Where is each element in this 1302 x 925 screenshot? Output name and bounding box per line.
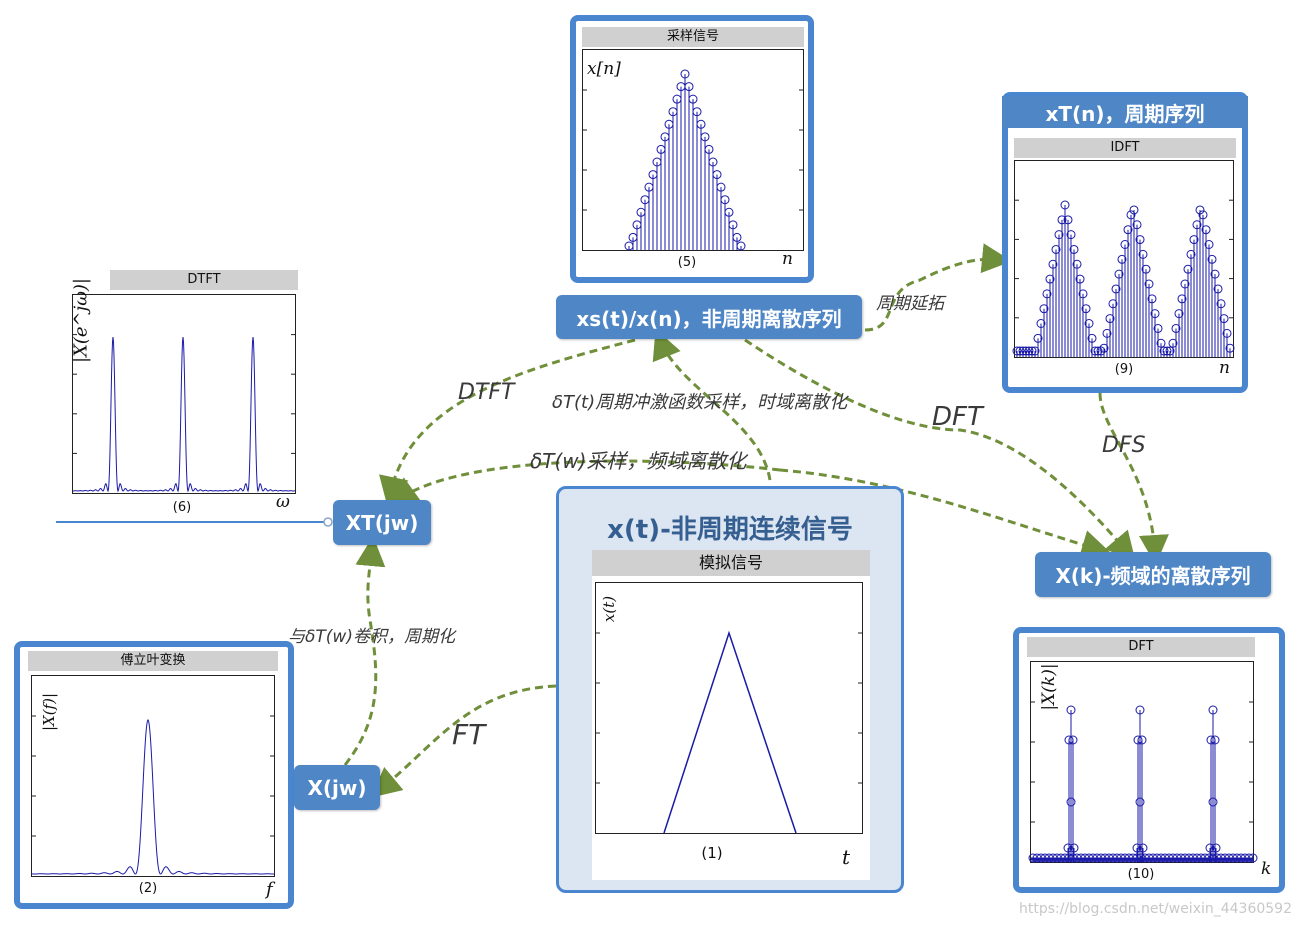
- plot-axes: [72, 294, 296, 494]
- plot-title: DFT: [1027, 637, 1255, 657]
- plot-axes: [582, 49, 804, 251]
- arrow-dfs: [1098, 392, 1169, 565]
- x-axis-label: t: [842, 845, 851, 869]
- plot-caption: (1): [701, 844, 723, 862]
- plot-caption: (9): [1114, 362, 1134, 377]
- y-axis-label: |X(e^jω)|: [70, 278, 92, 363]
- plot-analog-signal: 模拟信号 x(t) (1) t: [592, 550, 870, 880]
- plot-dft: DFT |X(k)| (10) k: [1027, 637, 1271, 885]
- plot-sampled-signal: 采样信号 x[n] (5) n: [582, 27, 804, 273]
- arrow-ft: [370, 684, 557, 798]
- plot-periodic-sequence: IDFT (9) n: [1012, 138, 1236, 382]
- x-axis-label: n: [1219, 358, 1230, 378]
- edge-label-ft: FT: [452, 718, 486, 751]
- plot-fourier-transform: 傅立叶变换 |X(f)| (2) f: [28, 651, 278, 901]
- stem-plot-triangle: [583, 69, 803, 251]
- node-discrete-sequence[interactable]: xs(t)/x(n)，非周期离散序列: [556, 295, 862, 339]
- plot-caption: (2): [138, 881, 158, 896]
- arrow-freq-sampling-left: [388, 459, 781, 508]
- frame-fourier-transform: 傅立叶变换 |X(f)| (2) f: [14, 641, 294, 909]
- plot-axes: [1028, 661, 1258, 863]
- arrow-freq-sampling-right: [779, 468, 1112, 560]
- sinc-spectrum-line: [32, 715, 274, 875]
- plot-axes: [1012, 160, 1235, 358]
- x-axis-label: k: [1261, 859, 1272, 879]
- node-x-jw[interactable]: X(jw): [294, 765, 380, 810]
- edge-label-freq-sampling: δT(w)采样，频域离散化: [530, 449, 747, 473]
- plot-axes: [31, 675, 275, 877]
- x-axis-label: n: [782, 249, 793, 269]
- plot-caption: (6): [172, 500, 192, 515]
- arrow-convolution: [343, 536, 386, 766]
- frame-continuous-signal: x(t)-非周期连续信号 模拟信号 x(t) (1) t: [556, 486, 904, 893]
- node-xk[interactable]: X(k)-频域的离散序列: [1035, 552, 1271, 597]
- plot-title: DTFT: [110, 270, 298, 290]
- y-axis-label: |X(f)|: [40, 692, 59, 732]
- plot-title: 采样信号: [582, 27, 804, 47]
- plot-dtft: DTFT |X(e^jω)| (6) ω: [66, 270, 298, 518]
- edge-label-time-sampling: δT(t)周期冲激函数采样，时域离散化: [552, 392, 848, 413]
- frame-sampled-signal: 采样信号 x[n] (5) n: [570, 15, 814, 283]
- stem-plot-periodic: [1012, 199, 1235, 357]
- plot-title: 模拟信号: [592, 550, 870, 576]
- y-axis-label: |X(k)|: [1039, 663, 1059, 711]
- edge-label-dfs: DFS: [1102, 433, 1146, 458]
- edge-label-periodic-ext: 周期延拓: [876, 294, 944, 314]
- frame-periodic-sequence: xT(n)，周期序列 IDFT (9) n: [1002, 92, 1248, 393]
- arrow-periodic-ext: [864, 243, 1012, 332]
- edge-label-dft: DFT: [932, 402, 983, 432]
- plot-axes: [595, 582, 863, 834]
- y-axis-label: x(t): [600, 595, 619, 623]
- triangle-signal: [596, 630, 862, 834]
- node-xt-jw[interactable]: XT(jw): [333, 500, 431, 545]
- plot-title: IDFT: [1014, 138, 1236, 158]
- edge-label-convolution: 与δT(w)卷积，周期化: [288, 627, 455, 647]
- center-title: x(t)-非周期连续信号: [607, 515, 853, 545]
- frame-dft: DFT |X(k)| (10) k: [1013, 627, 1285, 893]
- dft-stem-plot: [1028, 701, 1258, 863]
- watermark: https://blog.csdn.net/weixin_44360592: [1018, 901, 1292, 917]
- dtft-spectrum-line: [73, 334, 296, 493]
- periodic-node-title: xT(n)，周期序列: [1002, 96, 1248, 128]
- y-axis-label: x[n]: [587, 59, 621, 79]
- plot-title: 傅立叶变换: [28, 651, 278, 671]
- x-axis-label: ω: [276, 492, 290, 512]
- x-axis-label: f: [266, 879, 273, 900]
- arrow-time-sampling: [652, 328, 772, 481]
- arrow-dft: [744, 338, 1136, 563]
- edge-label-dtft: DTFT: [458, 380, 515, 405]
- plot-caption: (5): [677, 255, 697, 270]
- plot-caption: (10): [1127, 867, 1155, 882]
- arrow-dtft: [379, 338, 636, 507]
